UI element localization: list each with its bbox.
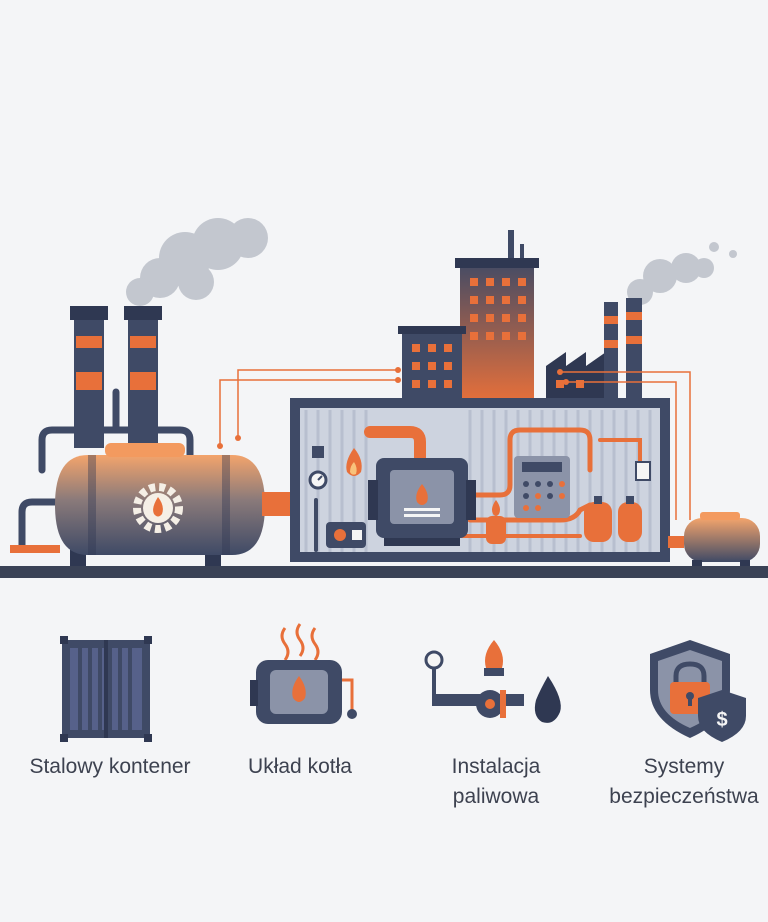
svg-text:$: $ [716,709,727,731]
caption-steel-container: Stalowy kontener [10,752,210,782]
flame-icon-container [346,448,362,476]
fuel-valve-icon [424,640,561,723]
caption-line: Instalacja [451,755,541,778]
pressure-gauge-icon [308,446,328,490]
pump-unit [326,522,366,548]
low-factory-building [398,326,466,403]
boiler-icon [250,623,357,724]
pressure-vessels [584,496,642,542]
ground-line [0,566,768,578]
caption-line: Stalowy kontener [29,755,191,778]
signal-lines [219,369,691,520]
fuel-storage-tank [10,443,265,566]
caption-line: paliwowa [452,785,540,808]
security-shield-icon: $ [650,640,746,742]
gear-flame-icon [133,483,183,533]
caption-line: bezpieczeństwa [609,785,759,808]
caption-line: Systemy [643,755,725,778]
chimney-left-1 [70,306,108,448]
small-gauge [635,461,651,481]
caption-line: Układ kotła [248,755,352,778]
caption-boiler-system: Układ kotła [222,752,378,782]
steel-container-icon [60,636,152,742]
chimney-right [604,298,642,403]
caption-safety-systems: Systemy bezpieczeństwa [600,752,768,812]
tank-pipes [18,388,194,552]
small-tank [668,512,760,568]
tall-factory-building [455,230,539,403]
caption-fuel-installation: Instalacja paliwowa [408,752,584,812]
smoke-cloud-left [126,218,268,306]
chimney-left-2 [124,306,162,448]
smoke-cloud-right [627,242,737,305]
signal-dots [217,367,569,449]
burner-valve [486,500,506,544]
sawtooth-factory [546,352,606,403]
control-panel [514,456,570,518]
main-boiler-unit [368,458,476,546]
